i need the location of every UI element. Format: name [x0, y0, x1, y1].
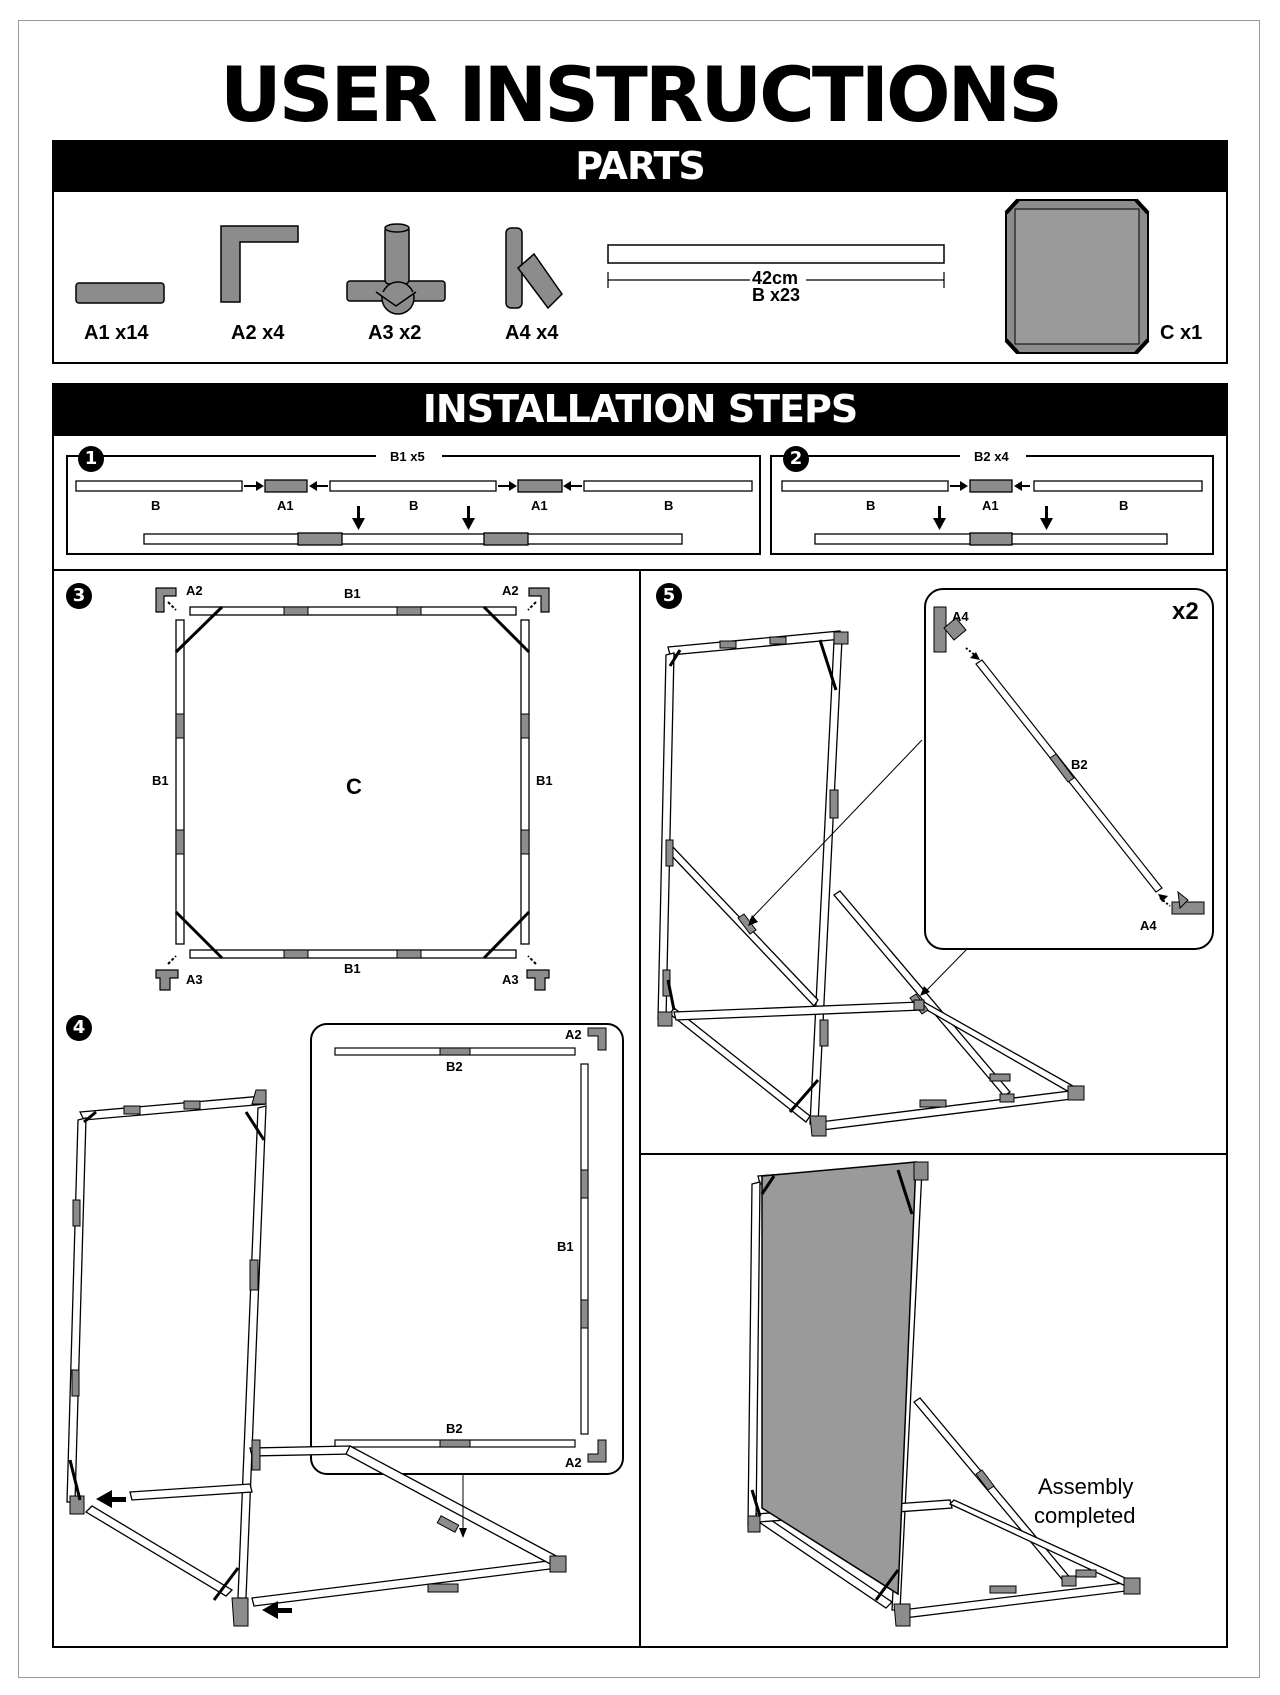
assembly-completed-line1: Assembly	[1038, 1474, 1134, 1499]
step1-label-b: B	[151, 498, 161, 513]
step5-number: 5	[656, 583, 682, 609]
part-c-label: C x1	[1160, 322, 1203, 344]
step5-label-b2: B2	[1071, 757, 1088, 772]
parts-heading: PARTS	[52, 140, 1228, 192]
step5-multiplier: x2	[1172, 598, 1199, 625]
step3-label-a2-right: A2	[502, 583, 519, 598]
a3-cross-connector-icon	[346, 223, 446, 315]
step3-label-b1-top: B1	[344, 586, 361, 601]
step3-label-b1-bottom: B1	[344, 961, 361, 976]
parts-panel	[52, 190, 1228, 364]
step4-number: 4	[66, 1015, 92, 1041]
step1-number: 1	[78, 446, 104, 472]
installation-heading: INSTALLATION STEPS	[52, 383, 1228, 435]
step3-label-a2-left: A2	[186, 583, 203, 598]
step1-label-a1: A1	[277, 498, 294, 513]
c-net-icon	[1004, 198, 1150, 355]
step5-label-a4-top: A4	[952, 609, 969, 624]
a4-angle-connector-icon	[505, 227, 563, 310]
b-tube-icon	[607, 244, 945, 288]
part-b-label: B x23	[752, 285, 801, 305]
assembly-completed-line2: completed	[1034, 1503, 1136, 1528]
step1-label-b: B	[664, 498, 674, 513]
step3-label-b1-right: B1	[536, 773, 553, 788]
assembly-completed-diagram	[747, 1161, 1141, 1627]
step4-label-a2-top: A2	[565, 1027, 582, 1042]
step2-header: B2 x4	[974, 449, 1009, 464]
step1-header: B1 x5	[390, 449, 425, 464]
step2-number: 2	[783, 446, 809, 472]
part-a4-label: A4 x4	[505, 322, 559, 344]
step3-label-a3-left: A3	[186, 972, 203, 987]
step3-label-c: C	[346, 774, 362, 799]
step4-diagram	[66, 1023, 624, 1627]
step1-label-a1: A1	[531, 498, 548, 513]
a1-connector-icon	[75, 282, 165, 304]
step2-label-a1: A1	[982, 498, 999, 513]
step3-diagram	[155, 587, 550, 991]
step2-label-b: B	[866, 498, 876, 513]
step2-diagram	[781, 479, 1203, 546]
step5-label-a4-bottom: A4	[1140, 918, 1157, 933]
step4-label-b1: B1	[557, 1239, 574, 1254]
step4-label-b2-top: B2	[446, 1059, 463, 1074]
part-a3-label: A3 x2	[368, 322, 422, 344]
page-title: USER INSTRUCTIONS	[220, 50, 1063, 139]
step4-label-b2-bottom: B2	[446, 1421, 463, 1436]
a2-elbow-icon	[220, 225, 299, 303]
step4-label-a2-bottom: A2	[565, 1455, 582, 1470]
step2-label-b: B	[1119, 498, 1129, 513]
step1-label-b: B	[409, 498, 419, 513]
part-b-length: 42cm	[752, 268, 799, 288]
step3-label-a3-right: A3	[502, 972, 519, 987]
part-a1-label: A1 x14	[84, 322, 149, 344]
step3-label-b1-left: B1	[152, 773, 169, 788]
step3-number: 3	[66, 583, 92, 609]
page-frame	[18, 20, 1260, 1678]
step1-diagram	[75, 479, 753, 546]
step5-diagram	[657, 588, 1214, 1137]
part-a2-label: A2 x4	[231, 322, 285, 344]
